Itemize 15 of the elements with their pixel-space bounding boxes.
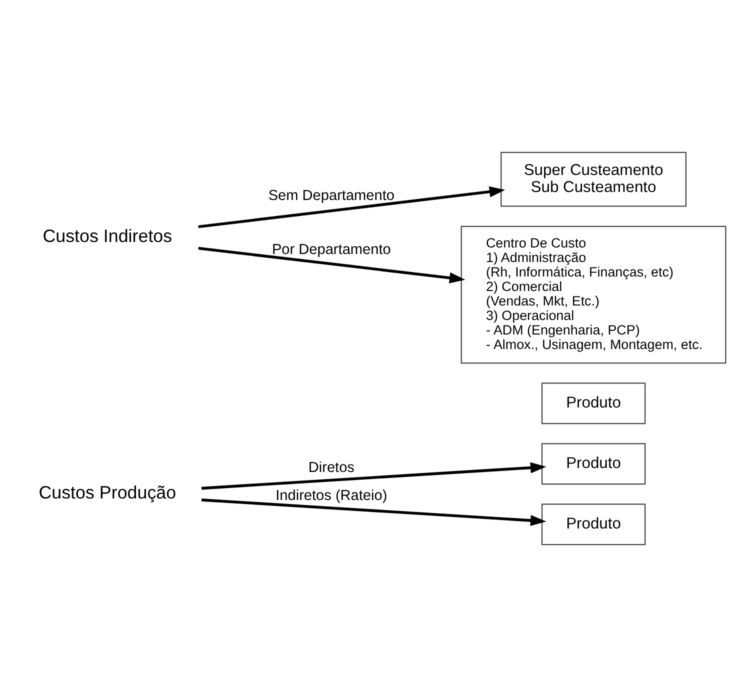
edge-label: Sem Departamento [268, 188, 394, 204]
edge-label: Indiretos (Rateio) [276, 488, 388, 504]
node-box: Produto [541, 443, 646, 485]
edge-label: Por Departamento [272, 242, 391, 258]
node-box: Produto [541, 504, 646, 546]
edge-label: Diretos [308, 460, 354, 476]
arrow [201, 498, 546, 526]
arrow [198, 246, 466, 284]
node-box: Super Custeamento Sub Custeamento [500, 152, 686, 207]
node-box: Produto [541, 382, 646, 424]
arrow [201, 462, 546, 490]
node-text: Custos Indiretos [42, 226, 172, 246]
node-box: Centro De Custo 1) Administração (Rh, Informática, Finanças, etc) 2) Comercial (Vendas, Mkt, Etc.) 3) Operacional - ADM (Engenharia, PCP) - Almox., Usinagem, Montagem, etc. [460, 226, 726, 364]
node-text: Custos Produção [38, 482, 176, 502]
arrow [198, 186, 506, 228]
